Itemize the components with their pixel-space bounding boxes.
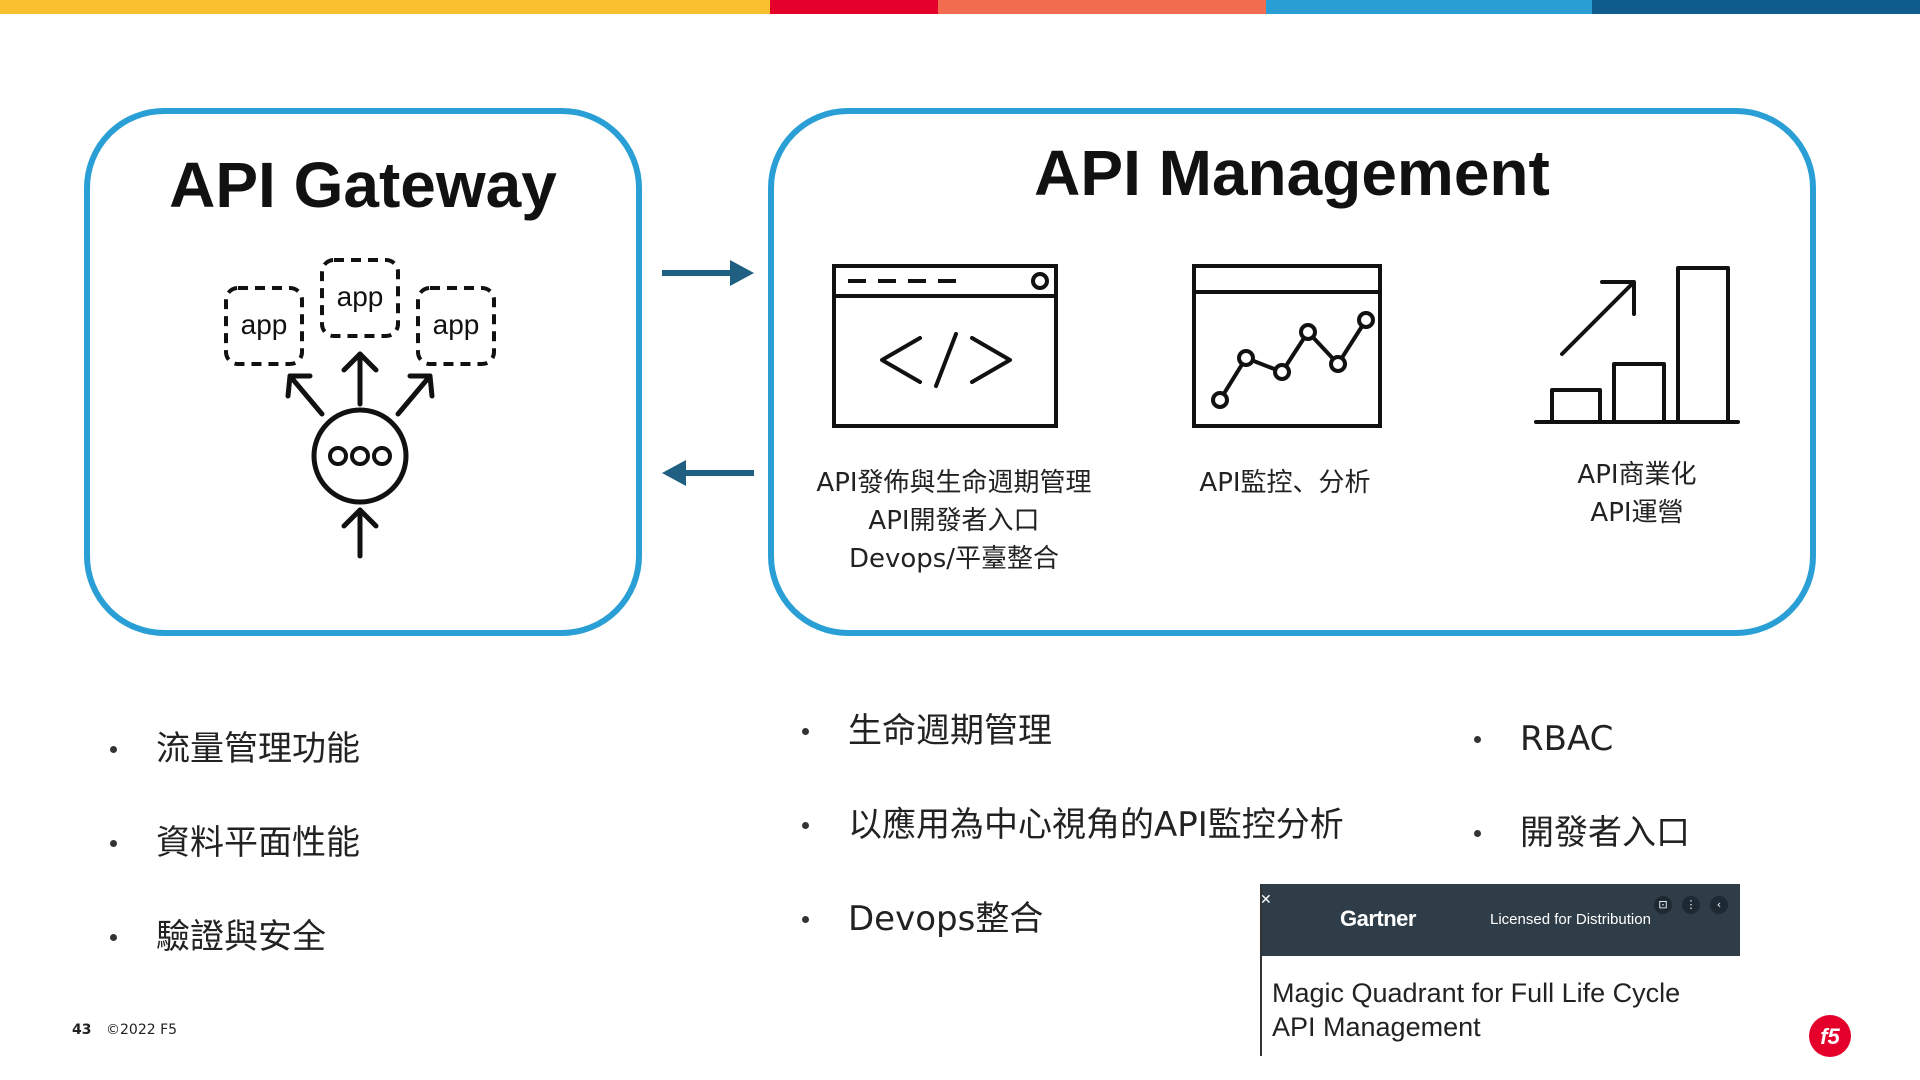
management-bullet-list: 生命週期管理 以應用為中心視角的API監控分析 Devops整合	[802, 706, 1344, 988]
code-window-icon	[832, 264, 1058, 428]
list-item: 開發者入口	[1474, 808, 1690, 902]
feature-caption-monetization: API商業化 API運營	[1500, 456, 1774, 532]
page-number: 43	[72, 1022, 92, 1038]
api-management-title: API Management	[1034, 137, 1550, 209]
f5-logo-icon: f5	[1809, 1015, 1851, 1057]
topbar-segment-blue	[1266, 0, 1592, 14]
gartner-card-header: ✕ Gartner Licensed for Distribution ⊡ ⋮ …	[1260, 884, 1740, 956]
list-item: 生命週期管理	[802, 706, 1344, 800]
app-label-left: app	[241, 309, 288, 340]
topbar-segment-red	[770, 0, 938, 14]
caption-line: API發佈與生命週期管理	[816, 468, 1092, 498]
gartner-report-card[interactable]: ✕ Gartner Licensed for Distribution ⊡ ⋮ …	[1260, 884, 1740, 1056]
api-gateway-panel	[84, 108, 642, 636]
caption-line: API商業化	[1577, 460, 1697, 490]
list-item: RBAC	[1474, 714, 1690, 808]
management-bullet-list-right: RBAC 開發者入口	[1474, 714, 1690, 902]
app-label-center: app	[337, 281, 384, 312]
arrow-left-icon	[662, 460, 754, 486]
report-title-line: Magic Quadrant for Full Life Cycle	[1272, 978, 1681, 1008]
feature-caption-monitoring: API監控、分析	[1140, 464, 1430, 502]
gartner-logo: Gartner	[1340, 906, 1416, 931]
topbar-segment-orange	[938, 0, 1266, 14]
chevron-left-icon[interactable]: ‹	[1710, 896, 1728, 914]
svg-text:f5: f5	[1820, 1024, 1840, 1049]
line-chart-icon	[1192, 264, 1382, 428]
gateway-bullet-list: 流量管理功能 資料平面性能 驗證與安全	[110, 724, 360, 1006]
caption-line: API開發者入口	[868, 506, 1040, 536]
caption-line: Devops/平臺整合	[848, 544, 1060, 574]
app-label-right: app	[433, 309, 480, 340]
licensed-label: Licensed for Distribution	[1490, 911, 1651, 928]
list-item: 驗證與安全	[110, 912, 360, 1006]
list-item: 資料平面性能	[110, 818, 360, 912]
feature-caption-lifecycle: API發佈與生命週期管理 API開發者入口 Devops/平臺整合	[784, 464, 1124, 578]
topbar-segment-yellow	[0, 0, 770, 14]
gartner-report-title: Magic Quadrant for Full Life Cycle API M…	[1272, 976, 1680, 1044]
top-color-bar	[0, 0, 1920, 14]
screenshot-icon[interactable]: ⊡	[1654, 896, 1672, 914]
caption-line: API運營	[1590, 498, 1684, 528]
more-options-icon[interactable]: ⋮	[1682, 896, 1700, 914]
arrow-right-icon	[662, 260, 754, 286]
growth-bar-chart-icon	[1534, 266, 1740, 424]
caption-line: API監控、分析	[1199, 468, 1371, 498]
report-title-line: API Management	[1272, 1012, 1481, 1042]
topbar-segment-darkblue	[1592, 0, 1920, 14]
gateway-routing-icon: app app app	[224, 258, 496, 559]
list-item: 以應用為中心視角的API監控分析	[802, 800, 1344, 894]
api-gateway-title: API Gateway	[169, 149, 557, 221]
list-item: Devops整合	[802, 894, 1344, 988]
copyright: ©2022 F5	[106, 1022, 178, 1038]
api-management-panel	[768, 108, 1816, 636]
close-icon[interactable]: ✕	[1260, 892, 1272, 908]
list-item: 流量管理功能	[110, 724, 360, 818]
